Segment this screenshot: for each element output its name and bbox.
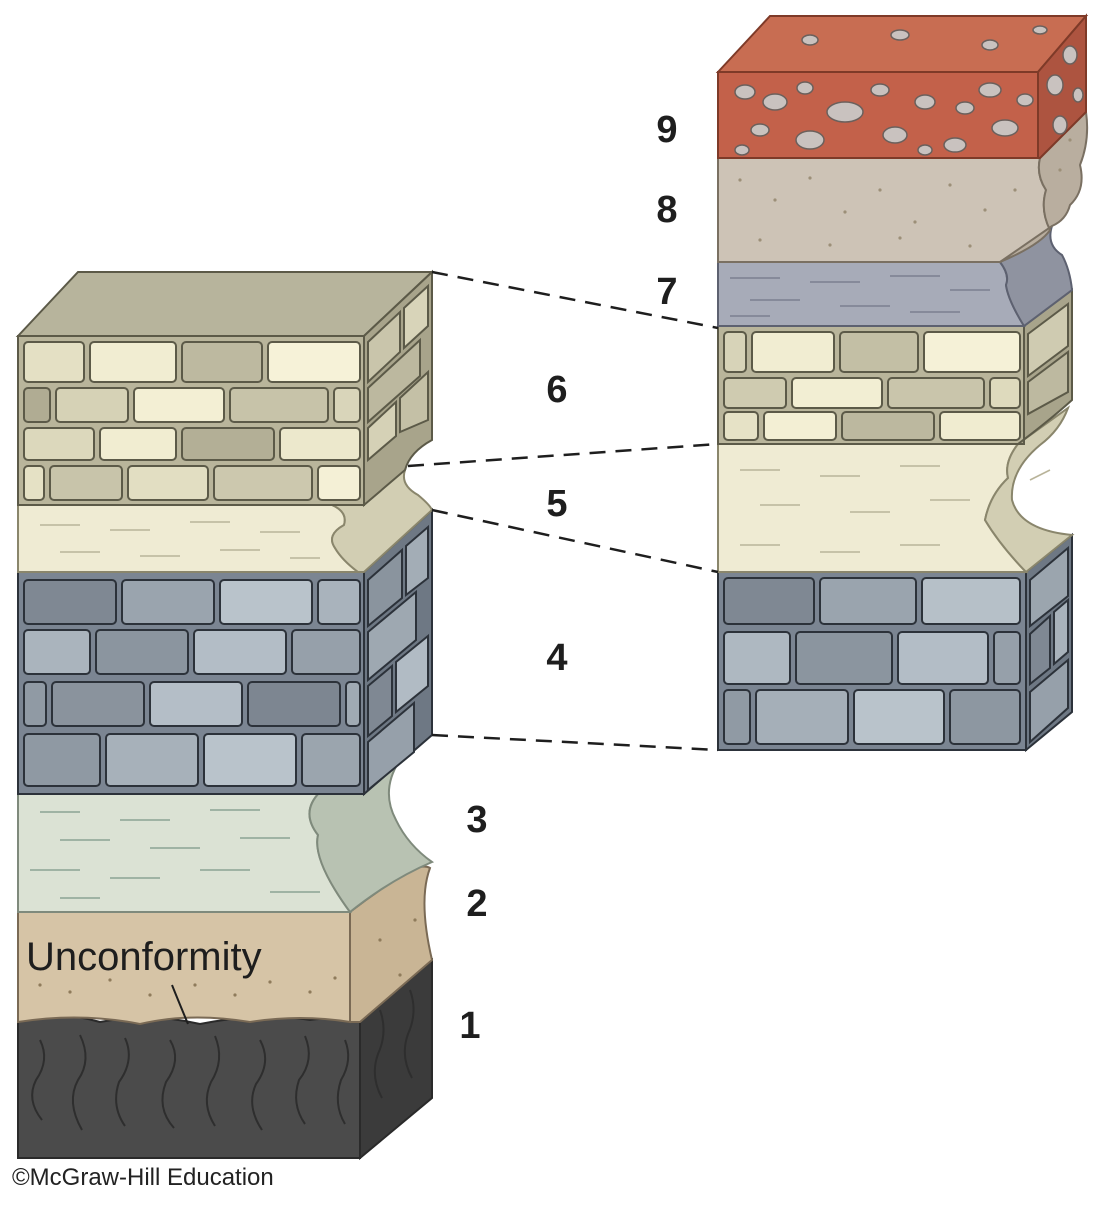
correlation-line-base-4 xyxy=(431,733,719,752)
correlation-line-5-4 xyxy=(431,508,719,574)
layer-number-3: 3 xyxy=(466,799,488,841)
layer-number-9: 9 xyxy=(656,109,678,151)
copyright-credit: ©McGraw-Hill Education xyxy=(12,1164,274,1191)
layer-number-8: 8 xyxy=(656,189,678,231)
left-layer-2-sandstone xyxy=(17,865,434,1026)
layer-number-5: 5 xyxy=(546,483,568,525)
layer-number-6: 6 xyxy=(546,369,568,411)
layer-number-2: 2 xyxy=(466,883,488,925)
right-rock-column xyxy=(715,13,1089,753)
correlation-line-6-5 xyxy=(407,442,719,468)
correlation-line-top-6 xyxy=(431,270,719,330)
left-layer-6-tan-limestone xyxy=(15,269,435,508)
left-layer-1-basement xyxy=(17,957,433,1161)
right-layer-8-sandstone xyxy=(717,109,1089,263)
right-layer-5-siltstone xyxy=(717,405,1075,574)
unconformity-pointer xyxy=(171,984,189,1025)
left-layer-4-gray-limestone xyxy=(17,507,433,797)
correlation-lines xyxy=(407,270,719,752)
right-layer-6-tan-limestone xyxy=(717,288,1073,445)
right-layer-7-shale xyxy=(717,223,1074,328)
right-layer-4-gray-limestone xyxy=(717,532,1073,753)
left-rock-column xyxy=(15,269,435,1161)
left-layer-3-shale xyxy=(17,757,435,914)
layer-number-1: 1 xyxy=(459,1005,481,1047)
unconformity-label: Unconformity xyxy=(26,935,262,979)
layer-number-4: 4 xyxy=(546,637,568,679)
right-layer-9-conglomerate xyxy=(715,13,1089,159)
layer-number-7: 7 xyxy=(656,271,678,313)
